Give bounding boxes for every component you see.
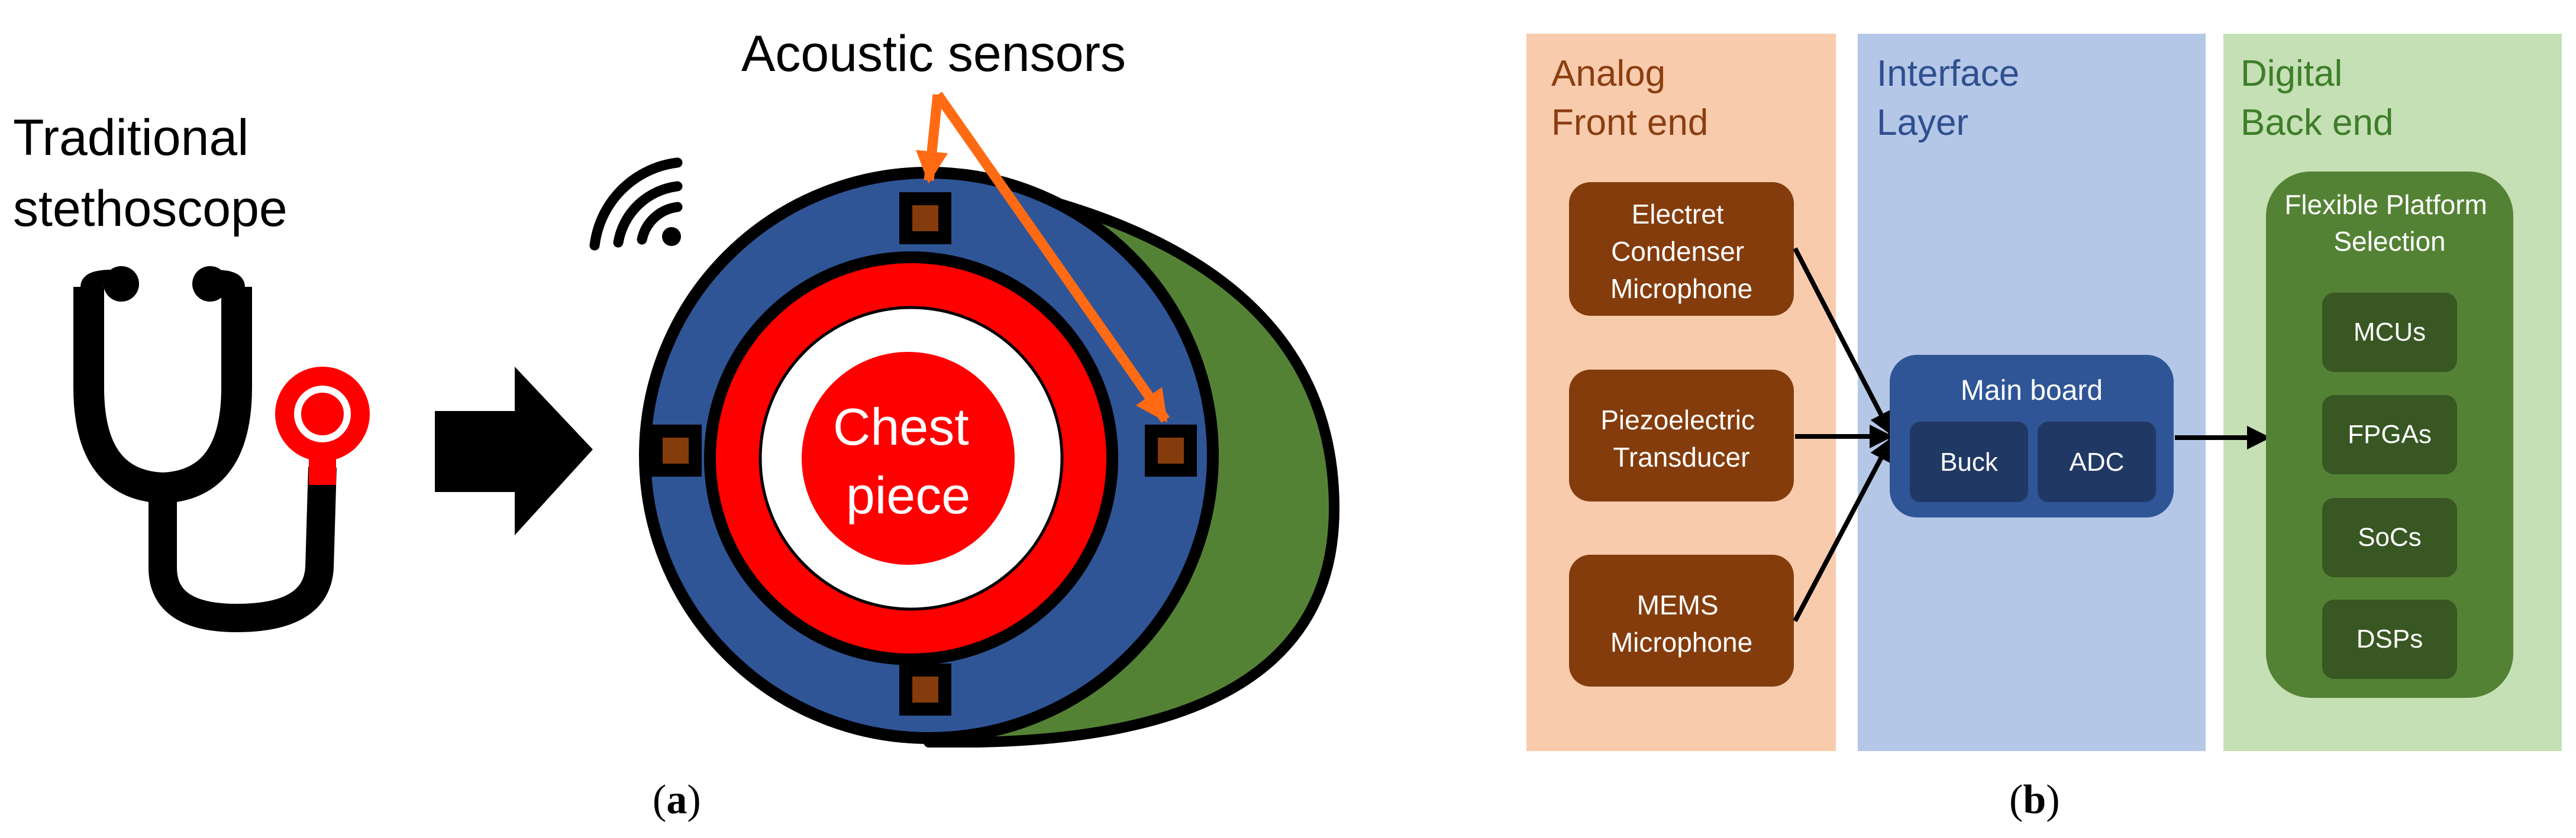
main-board-part-buck-label: Buck [1940, 448, 1999, 477]
platform-item-mcus [2322, 293, 2457, 372]
panel-a: Traditional stethoscope [13, 25, 1339, 823]
front-end-label-electret: Electret Condenser Microphone [1610, 199, 1752, 304]
sensor-pointer-arrows [915, 92, 1170, 423]
front-end-box-piezo [1569, 370, 1794, 501]
platform-item-fpgas [2322, 395, 2457, 474]
chest-piece-label: Chest piece [833, 397, 983, 525]
caption-a: (a) [653, 777, 701, 823]
wireless-signal-icon [589, 157, 683, 251]
chest-piece-center [802, 352, 1015, 565]
main-board-part-adc-label: ADC [2070, 448, 2125, 477]
acoustic-sensor-left [650, 425, 702, 477]
platform-item-dsps-label: DSPs [2357, 625, 2423, 653]
acoustic-sensor-right [1145, 425, 1197, 477]
front-end-box-electret [1569, 182, 1794, 316]
main-board-part-buck [1910, 422, 2028, 502]
acoustic-sensor-top [899, 192, 951, 244]
platform-item-mcus-label: MCUs [2354, 318, 2426, 347]
platform-item-dsps [2322, 600, 2457, 679]
acoustic-sensor-bottom [899, 664, 951, 716]
stethoscope-icon [73, 266, 370, 633]
front-end-arrows [1793, 247, 1893, 622]
stethoscope-label: Traditional stethoscope [13, 109, 288, 237]
front-end-box-mems [1569, 555, 1794, 687]
column-title-analog: Analog Front end [1551, 53, 1708, 143]
panel-b: Analog Front end Interface Layer Digital… [1526, 34, 2562, 823]
column-title-digital: Digital Back end [2241, 53, 2394, 143]
platform-item-socs [2322, 498, 2457, 577]
main-board-part-adc [2038, 422, 2156, 502]
front-end-label-mems: MEMS Microphone [1610, 590, 1752, 658]
front-end-label-piezo: Piezoelectric Transducer [1600, 405, 1762, 473]
platform-label: Flexible Platform Selection [2284, 189, 2494, 257]
column-title-interface: Interface Layer [1877, 53, 2029, 143]
right-arrow-icon [435, 367, 593, 535]
platform-item-socs-label: SoCs [2358, 523, 2422, 552]
main-board-label: Main board [1961, 375, 2103, 406]
caption-b: (b) [2009, 777, 2060, 823]
platform-item-fpgas-label: FPGAs [2348, 420, 2432, 449]
acoustic-sensors-label: Acoustic sensors [741, 25, 1126, 82]
